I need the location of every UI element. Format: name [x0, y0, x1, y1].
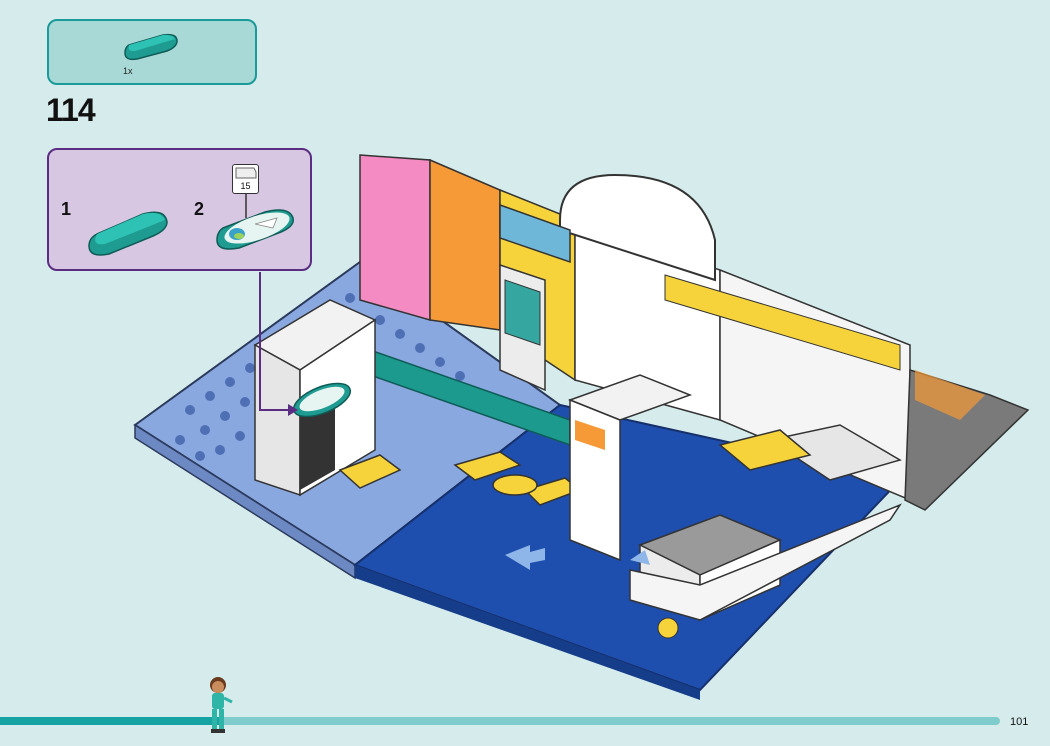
- parts-callout: 1x: [47, 19, 257, 85]
- sticker-callout: 15: [232, 164, 259, 194]
- part-quantity: 1x: [123, 66, 133, 76]
- step-number: 114: [46, 92, 96, 128]
- teal-round-tile-icon: [124, 33, 178, 61]
- sticker-sheet-icon: [235, 167, 257, 179]
- substep-2-label: 2: [194, 199, 205, 219]
- substep-1-label: 1: [61, 199, 72, 219]
- minifigure-progress-icon: [210, 677, 233, 733]
- page-number: 101: [1010, 716, 1029, 728]
- progress-fill: [0, 717, 220, 725]
- sticker-number: 15: [240, 181, 251, 191]
- stickered-tile-icon: [216, 194, 294, 250]
- progress-bar: [0, 717, 1000, 725]
- substep-callout: 1 2 15: [47, 148, 312, 271]
- teal-round-tile-icon: [88, 211, 168, 256]
